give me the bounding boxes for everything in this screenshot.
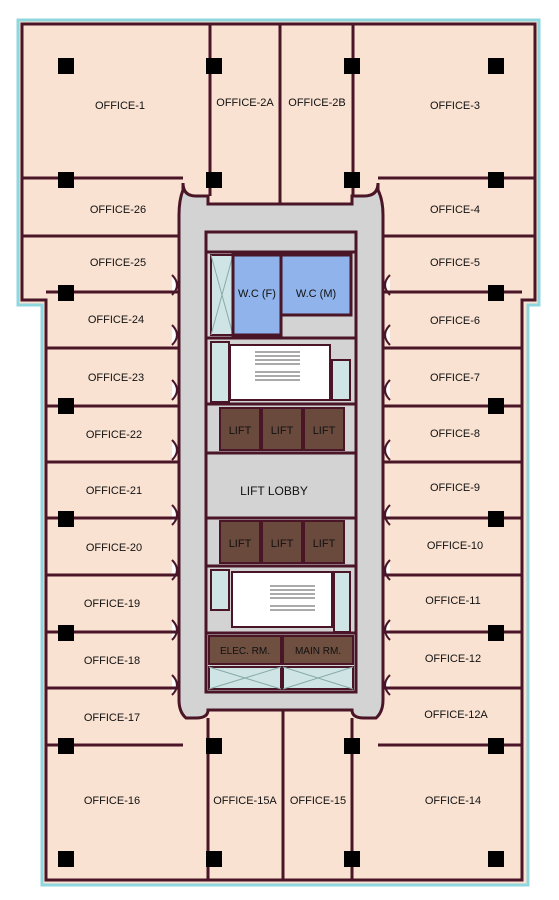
label-office-3: OFFICE-3 [430, 100, 480, 112]
label-office-2b: OFFICE-2B [288, 97, 345, 109]
label-office-16: OFFICE-16 [84, 795, 140, 807]
label-office-11: OFFICE-11 [425, 595, 480, 607]
label-office-15a: OFFICE-15A [213, 795, 277, 807]
label-office-12: OFFICE-12 [425, 653, 481, 665]
label-office-12a: OFFICE-12A [424, 709, 488, 721]
core-labels: W.C (F) W.C (M) LIFT LIFT LIFT LIFT LOBB… [220, 288, 341, 657]
elec-room [208, 635, 282, 665]
lift-upper-1 [219, 407, 261, 451]
label-office-22: OFFICE-22 [86, 429, 142, 441]
main-room [282, 635, 354, 665]
label-office-8: OFFICE-8 [430, 428, 480, 440]
label-office-14: OFFICE-14 [425, 795, 481, 807]
wc-female [231, 253, 283, 337]
lift-lower-1 [219, 520, 261, 564]
label-office-15: OFFICE-15 [290, 795, 346, 807]
label-elec-room: ELEC. RM. [220, 646, 270, 657]
lift-lower-2 [261, 520, 303, 564]
label-lift-upper-2: LIFT [271, 425, 294, 437]
label-office-1: OFFICE-1 [95, 100, 145, 112]
lower-stair [231, 571, 333, 628]
label-main-room: MAIN RM. [295, 646, 341, 657]
corridor-scallops [171, 274, 391, 696]
label-office-21: OFFICE-21 [86, 485, 142, 497]
label-lift-upper-3: LIFT [313, 425, 336, 437]
label-office-7: OFFICE-7 [430, 372, 480, 384]
label-office-17: OFFICE-17 [84, 712, 140, 724]
label-office-24: OFFICE-24 [88, 314, 144, 326]
label-office-20: OFFICE-20 [86, 542, 142, 554]
label-office-9: OFFICE-9 [430, 482, 480, 494]
label-office-2a: OFFICE-2A [216, 97, 274, 109]
label-office-26: OFFICE-26 [90, 204, 146, 216]
label-office-6: OFFICE-6 [430, 315, 480, 327]
upper-stair-shaft [210, 341, 230, 403]
lift-lobby [208, 455, 354, 517]
lower-stair-shaft [210, 569, 230, 611]
lift-upper-2 [261, 407, 303, 451]
wc-male [279, 253, 353, 317]
label-office-19: OFFICE-19 [84, 598, 140, 610]
label-office-5: OFFICE-5 [430, 257, 480, 269]
label-lift-lower-3: LIFT [313, 538, 336, 550]
building-wall [20, 22, 537, 882]
label-lift-lower-1: LIFT [229, 538, 252, 550]
lift-lower-3 [303, 520, 345, 564]
label-wc-female: W.C (F) [238, 288, 276, 300]
label-office-10: OFFICE-10 [427, 540, 483, 552]
label-office-25: OFFICE-25 [90, 257, 146, 269]
office-labels: OFFICE-1 OFFICE-2A OFFICE-2B OFFICE-3 OF… [84, 97, 489, 807]
label-office-4: OFFICE-4 [430, 204, 480, 216]
label-wc-male: W.C (M) [296, 288, 336, 300]
label-lift-lower-2: LIFT [271, 538, 294, 550]
columns [58, 58, 504, 867]
label-office-23: OFFICE-23 [88, 372, 144, 384]
label-lift-lobby: LIFT LOBBY [240, 484, 308, 498]
lift-upper-3 [303, 407, 345, 451]
label-lift-upper-1: LIFT [229, 425, 252, 437]
label-office-18: OFFICE-18 [84, 655, 140, 667]
